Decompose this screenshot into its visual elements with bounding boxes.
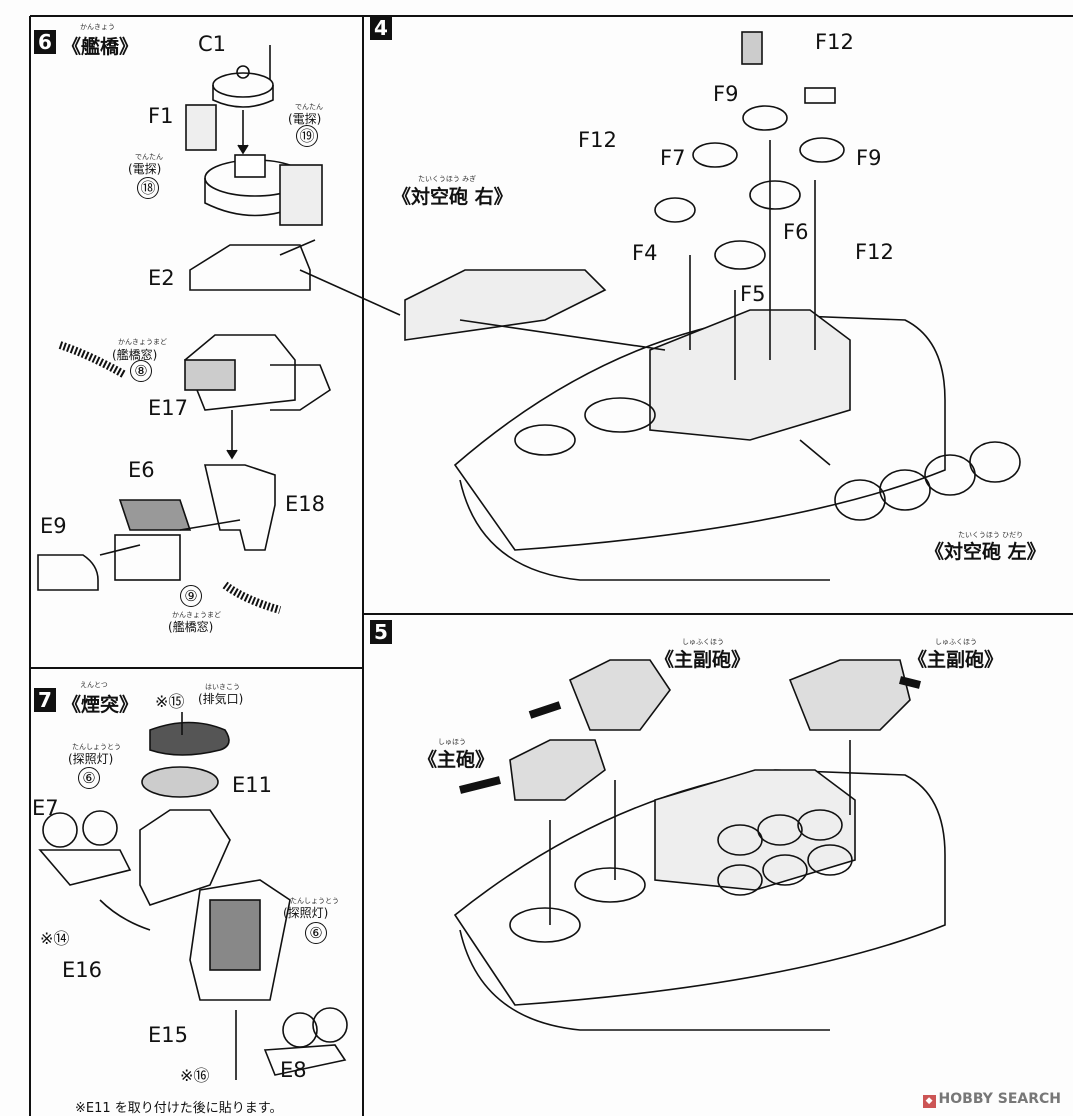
secondary1-title: 《主副砲》: [655, 649, 751, 671]
n6b-label: (探照灯): [283, 906, 329, 920]
part-f9-left: F9: [713, 82, 739, 106]
bridge-parts: [37, 45, 401, 614]
sticker-15: ※⑮: [155, 692, 185, 711]
step-5-number: 5: [370, 620, 392, 644]
sticker-8: ⑧: [130, 360, 152, 382]
secondary2-ruby: しゅふくほう: [935, 638, 977, 646]
n8-ruby: かんきょうまど: [118, 338, 167, 346]
sticker-19: ⑲: [296, 125, 318, 147]
part-f7: F7: [660, 146, 686, 170]
n9-label: (艦橋窓): [168, 620, 214, 634]
sticker-18: ⑱: [137, 177, 159, 199]
part-f12-right: F12: [855, 240, 894, 264]
part-f12-top: F12: [815, 30, 854, 54]
part-f12-left: F12: [578, 128, 617, 152]
ship-step4: [404, 31, 1021, 581]
part-e6: E6: [128, 458, 155, 482]
sticker-6a: ⑥: [78, 767, 100, 789]
n18-label: (電探): [128, 162, 162, 176]
part-f1: F1: [148, 104, 174, 128]
part-e7: E7: [32, 796, 59, 820]
step-6-title: 《艦橋》: [62, 36, 139, 58]
part-e11: E11: [232, 773, 272, 797]
n8-label: (艦橋窓): [112, 348, 158, 362]
n6b-ruby: たんしょうとう: [290, 897, 339, 905]
part-e18: E18: [285, 492, 325, 516]
step-7-title: 《煙突》: [62, 694, 139, 716]
part-f6: F6: [783, 220, 809, 244]
sticker-16: ※⑯: [180, 1066, 210, 1085]
part-e2: E2: [148, 266, 175, 290]
n6a-ruby: たんしょうとう: [72, 743, 121, 751]
n19-ruby: でんたん: [295, 103, 323, 111]
sticker-14: ※⑭: [40, 929, 70, 948]
main-title: 《主砲》: [418, 749, 495, 771]
part-e15: E15: [148, 1023, 188, 1047]
part-f5: F5: [740, 282, 766, 306]
n18-ruby: でんたん: [135, 153, 163, 161]
panel-borders: [29, 15, 1073, 1116]
aa-left-title: 《対空砲 左》: [925, 541, 1046, 563]
funnel-parts: [38, 712, 348, 1080]
aa-right-ruby: たいくうほう みぎ: [418, 175, 477, 183]
step-7-number: 7: [34, 688, 56, 712]
n6a-label: (探照灯): [68, 752, 114, 766]
n9-ruby: かんきょうまど: [172, 611, 221, 619]
step-4-number: 4: [370, 16, 392, 40]
secondary1-ruby: しゅふくほう: [682, 638, 724, 646]
part-e8: E8: [280, 1058, 307, 1082]
secondary2-title: 《主副砲》: [908, 649, 1004, 671]
footnote: ※E11 を取り付けた後に貼ります。: [75, 1101, 283, 1116]
ship-step5: [453, 659, 946, 1031]
part-e16: E16: [62, 958, 102, 982]
sticker-6b: ⑥: [305, 922, 327, 944]
part-e17: E17: [148, 396, 188, 420]
aa-right-title: 《対空砲 右》: [392, 186, 513, 208]
main-ruby: しゅほう: [438, 738, 466, 746]
watermark-text: HOBBY SEARCH: [938, 1091, 1061, 1107]
part-e9: E9: [40, 514, 67, 538]
logo-icon: ◆: [922, 1095, 936, 1108]
step-7-ruby: えんとつ: [80, 681, 108, 689]
part-f9-right: F9: [856, 146, 882, 170]
n15-label: (排気口): [198, 692, 244, 706]
n15-ruby: はいきこう: [205, 683, 240, 691]
step-6-number: 6: [34, 30, 56, 54]
n19-label: (電探): [288, 112, 322, 126]
sticker-9: ⑨: [180, 585, 202, 607]
step-6-ruby: かんきょう: [80, 23, 115, 31]
watermark: ◆HOBBY SEARCH: [922, 1091, 1061, 1108]
aa-left-ruby: たいくうほう ひだり: [958, 531, 1024, 539]
part-c1: C1: [198, 32, 227, 56]
part-f4: F4: [632, 241, 658, 265]
